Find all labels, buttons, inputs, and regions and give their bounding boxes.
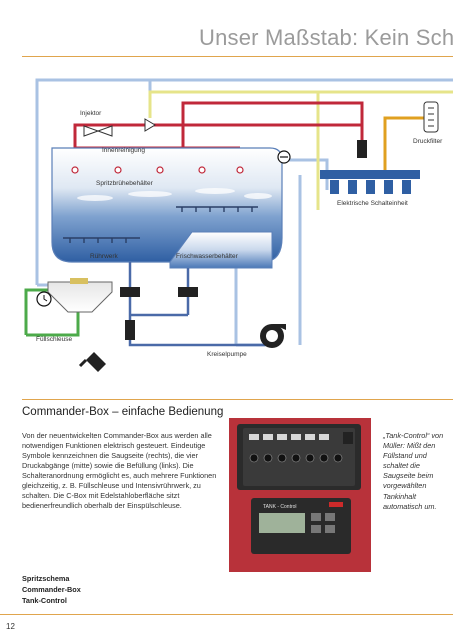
label-kreiselpumpe: Kreiselpumpe <box>207 351 247 358</box>
label-innenreinigung: Innenreinigung <box>102 147 145 154</box>
commander-box-photo: TANK - Control <box>229 418 371 572</box>
inner-cleaning-nozzles <box>71 166 244 174</box>
centrifugal-pump-icon <box>260 324 286 348</box>
section-title: Commander-Box – einfache Bedienung <box>22 406 224 418</box>
label-frischwasserbehaelter: Frischwasserbehälter <box>176 253 239 260</box>
panel-label: TANK - Control <box>263 504 297 510</box>
pressure-filter-icon <box>423 101 439 133</box>
page-number: 12 <box>6 622 15 631</box>
tank-waves <box>77 188 272 201</box>
filler-nozzle-icon <box>78 352 106 372</box>
label-elektrische-schalteinheit: Elektrische Schalteinheit <box>337 200 408 207</box>
pressure-gauge-icon <box>277 150 291 164</box>
switch-valves <box>120 287 198 340</box>
divider-top <box>22 56 453 57</box>
spray-schema-diagram: Injektor Innenreinigung Spritzbrühebehäl… <box>24 78 453 372</box>
fresh-water-tank <box>169 231 273 269</box>
injector-icon <box>83 125 113 137</box>
label-fuellschleuse: Füllschleuse <box>36 336 73 343</box>
tank-control-caption: „Tank-Control“ von Müller: Mißt den Füll… <box>383 431 444 511</box>
divider-section <box>22 399 453 400</box>
fill-lock-funnel <box>36 278 113 313</box>
commander-box-illustration: TANK - Control <box>229 418 371 572</box>
divider-footer <box>0 614 453 615</box>
pipes-yellow <box>148 90 453 210</box>
footer-item-commander-box: Commander-Box <box>22 585 81 594</box>
valve-icon <box>144 118 156 132</box>
label-druckfilter: Druckfilter <box>413 138 443 145</box>
footer-item-spritzschema: Spritzschema <box>22 574 70 583</box>
pipes-dark-blue <box>128 262 265 347</box>
footer-item-tank-control: Tank-Control <box>22 596 67 605</box>
label-spritzbruehebehaelter: Spritzbrühebehälter <box>96 180 154 187</box>
label-ruehrwerk: Rührwerk <box>90 253 119 260</box>
pipe-orange <box>383 116 425 175</box>
electric-switching-unit <box>320 140 420 194</box>
headline: Unser Maßstab: Kein Schla <box>199 25 453 50</box>
agitator-nozzles <box>63 206 258 243</box>
section-body: Von der neuentwickelten Commander-Box au… <box>22 431 217 510</box>
label-injektor: Injektor <box>80 110 102 117</box>
